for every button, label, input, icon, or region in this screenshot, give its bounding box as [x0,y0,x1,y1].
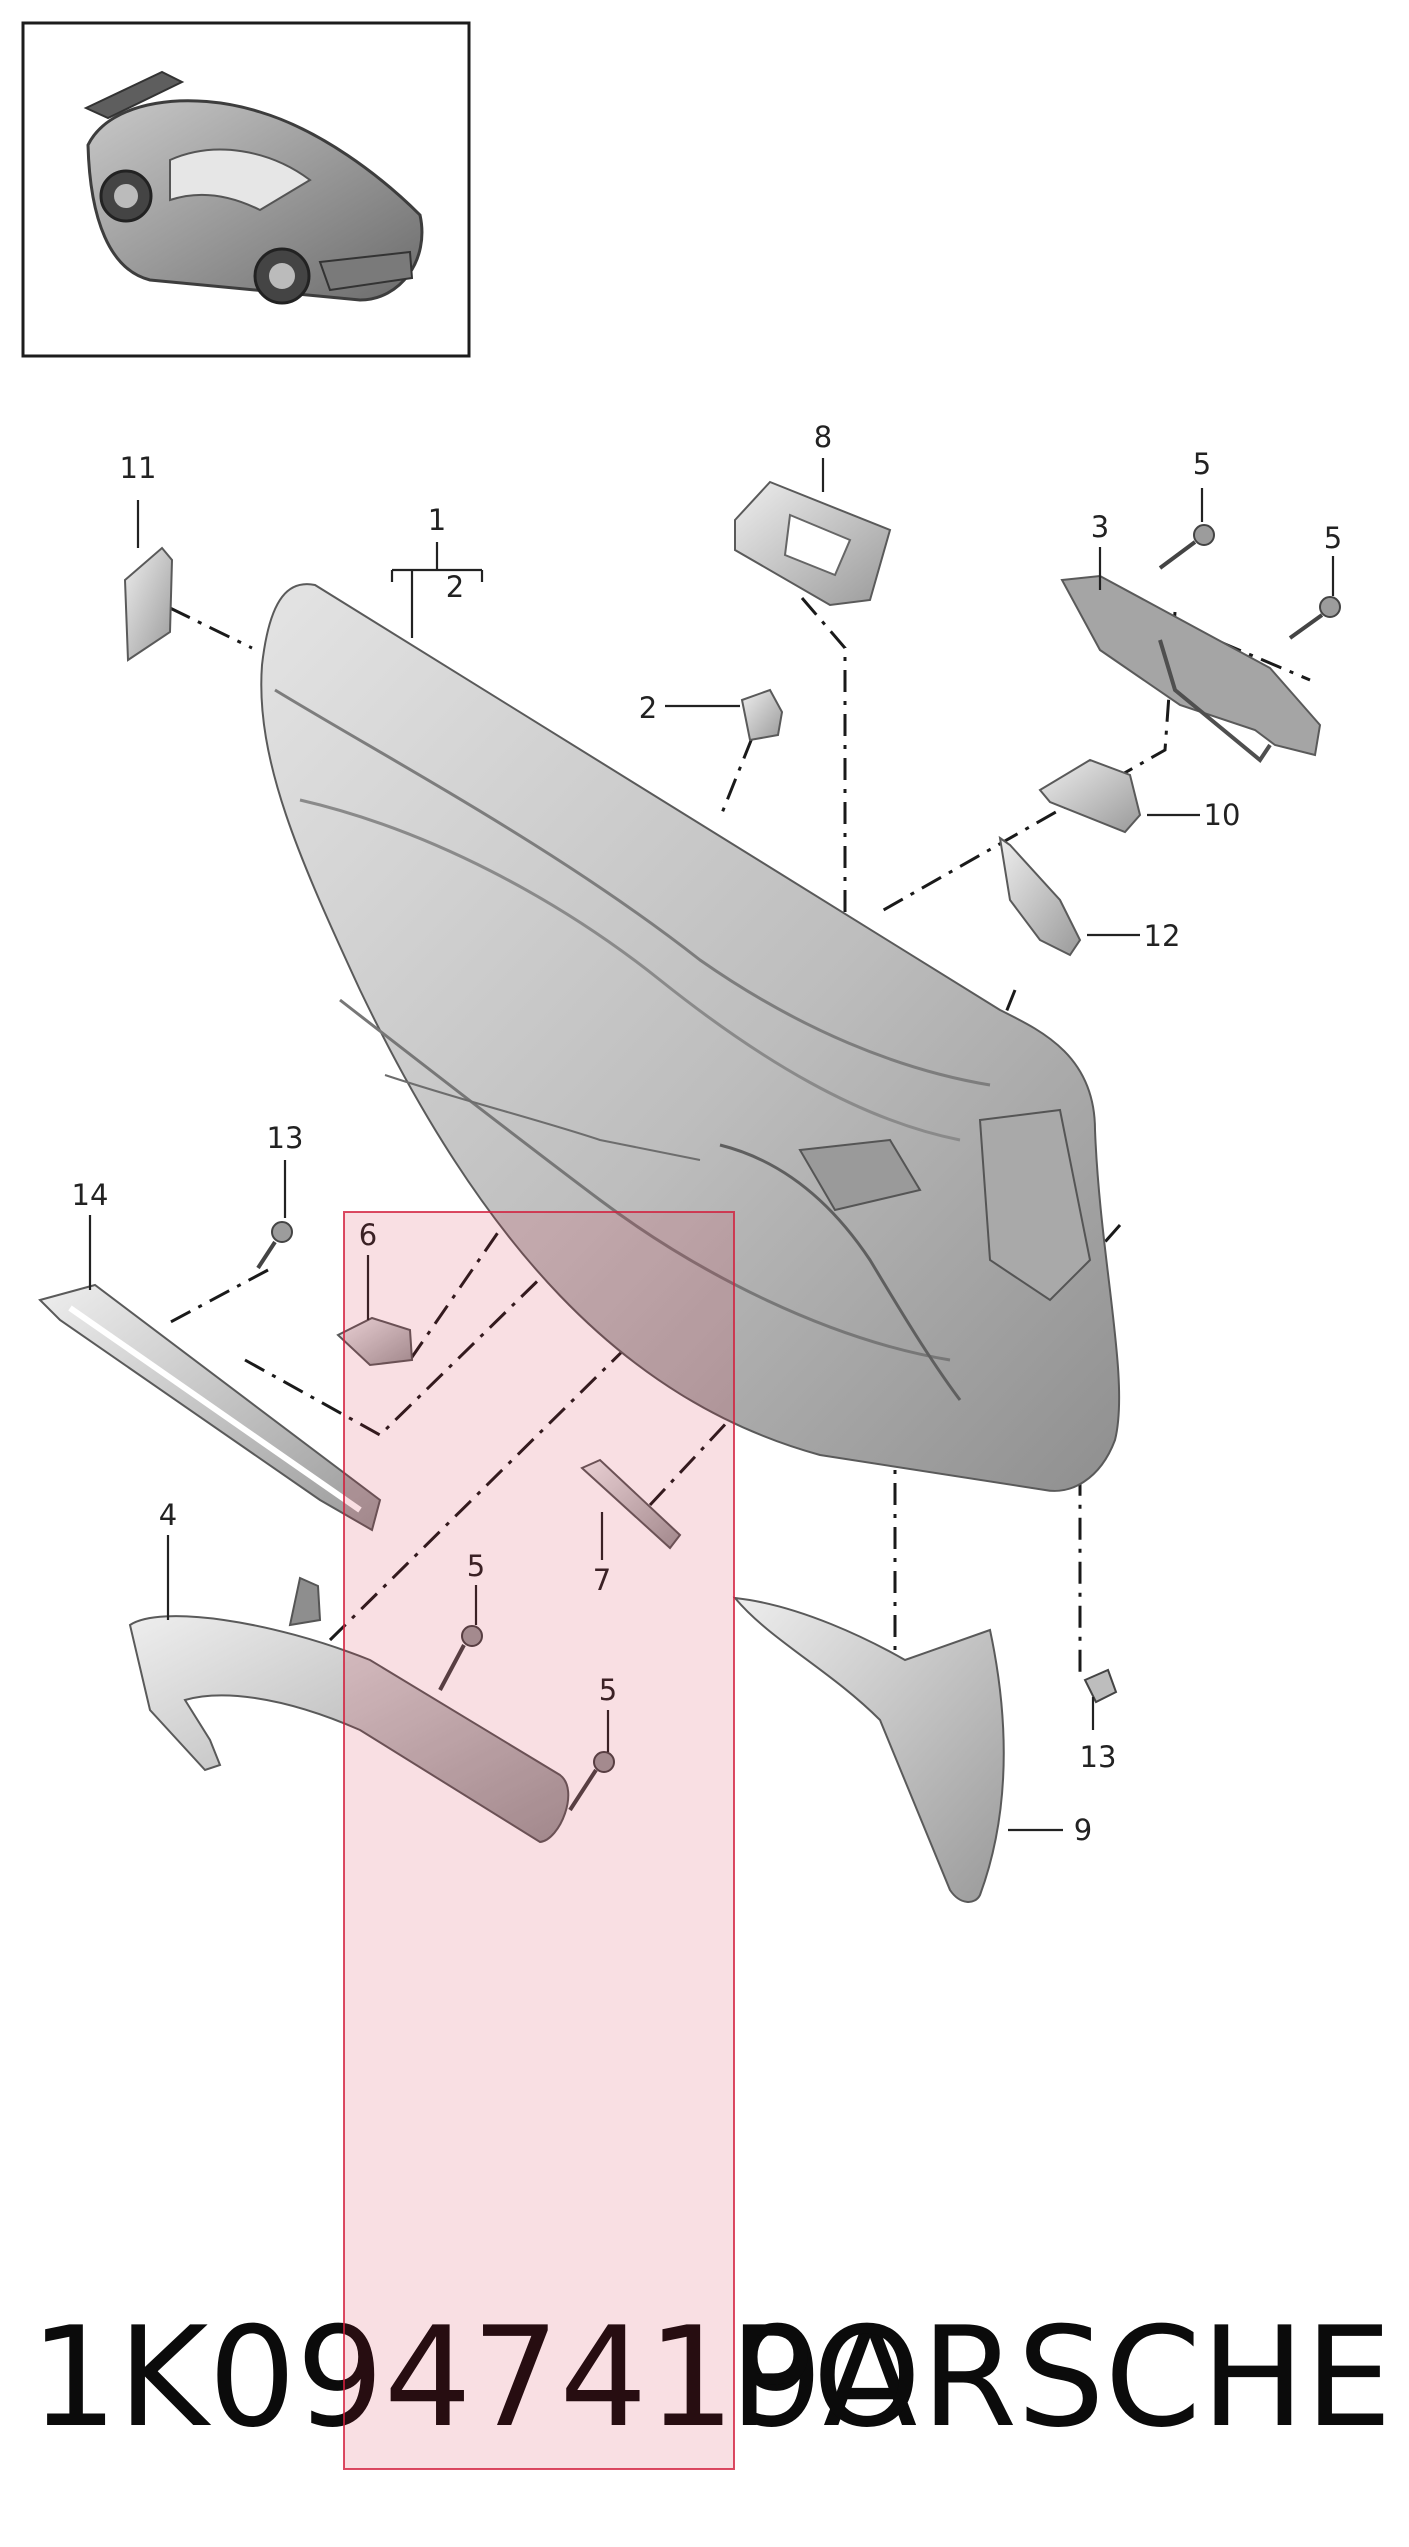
callout-4: 4 [159,1498,177,1532]
callout-5-lower: 5 [599,1673,617,1707]
part-1-door-panel [260,583,1121,1492]
part-11-bracket [123,546,174,662]
part-13-screw [256,1221,1118,1704]
callout-leaders [88,458,1335,1832]
callout-10: 10 [1204,798,1241,832]
part-8-switch-bezel [734,480,892,607]
callout-2-clip: 2 [639,691,657,725]
callout-8: 8 [814,420,832,454]
part-9-door-pocket [732,1596,1005,1903]
callout-9: 9 [1074,1813,1092,1847]
part-6-switch [336,1316,414,1367]
callout-12: 12 [1144,919,1181,953]
screws-5 [438,524,1341,1812]
callout-1: 1 [428,503,446,537]
callout-7: 7 [593,1563,611,1597]
callout-13-left: 13 [267,1121,304,1155]
footer: 1K0947419A PORSCHE [30,2297,1392,2458]
car-icon [83,70,424,305]
callout-13-right: 13 [1080,1740,1117,1774]
part-number: 1K0947419A [30,2297,917,2458]
part-3-handle-carrier [1060,574,1322,763]
callout-6: 6 [359,1218,377,1252]
callout-labels: 1 2 11 8 5 5 3 2 10 12 13 14 6 7 4 5 5 9… [72,420,1343,1847]
callout-2-top: 2 [446,570,464,604]
callout-3: 3 [1091,510,1109,544]
callout-11: 11 [120,451,157,485]
callout-5-top-left: 5 [1193,447,1211,481]
brand-name: PORSCHE [729,2297,1392,2458]
callout-5-middle: 5 [467,1549,485,1583]
part-2-clip [740,688,784,742]
highlight-region [343,1211,735,2470]
part-10-trim [1038,758,1142,834]
vehicle-thumbnail [21,21,471,358]
part-4-pull-handle [128,1576,570,1844]
part-7-led-strip [580,1458,682,1550]
part-12-tweeter-cover [998,835,1082,957]
part-14-decor-strip [38,1283,382,1532]
callout-14: 14 [72,1178,109,1212]
callout-5-top-right: 5 [1324,521,1342,555]
